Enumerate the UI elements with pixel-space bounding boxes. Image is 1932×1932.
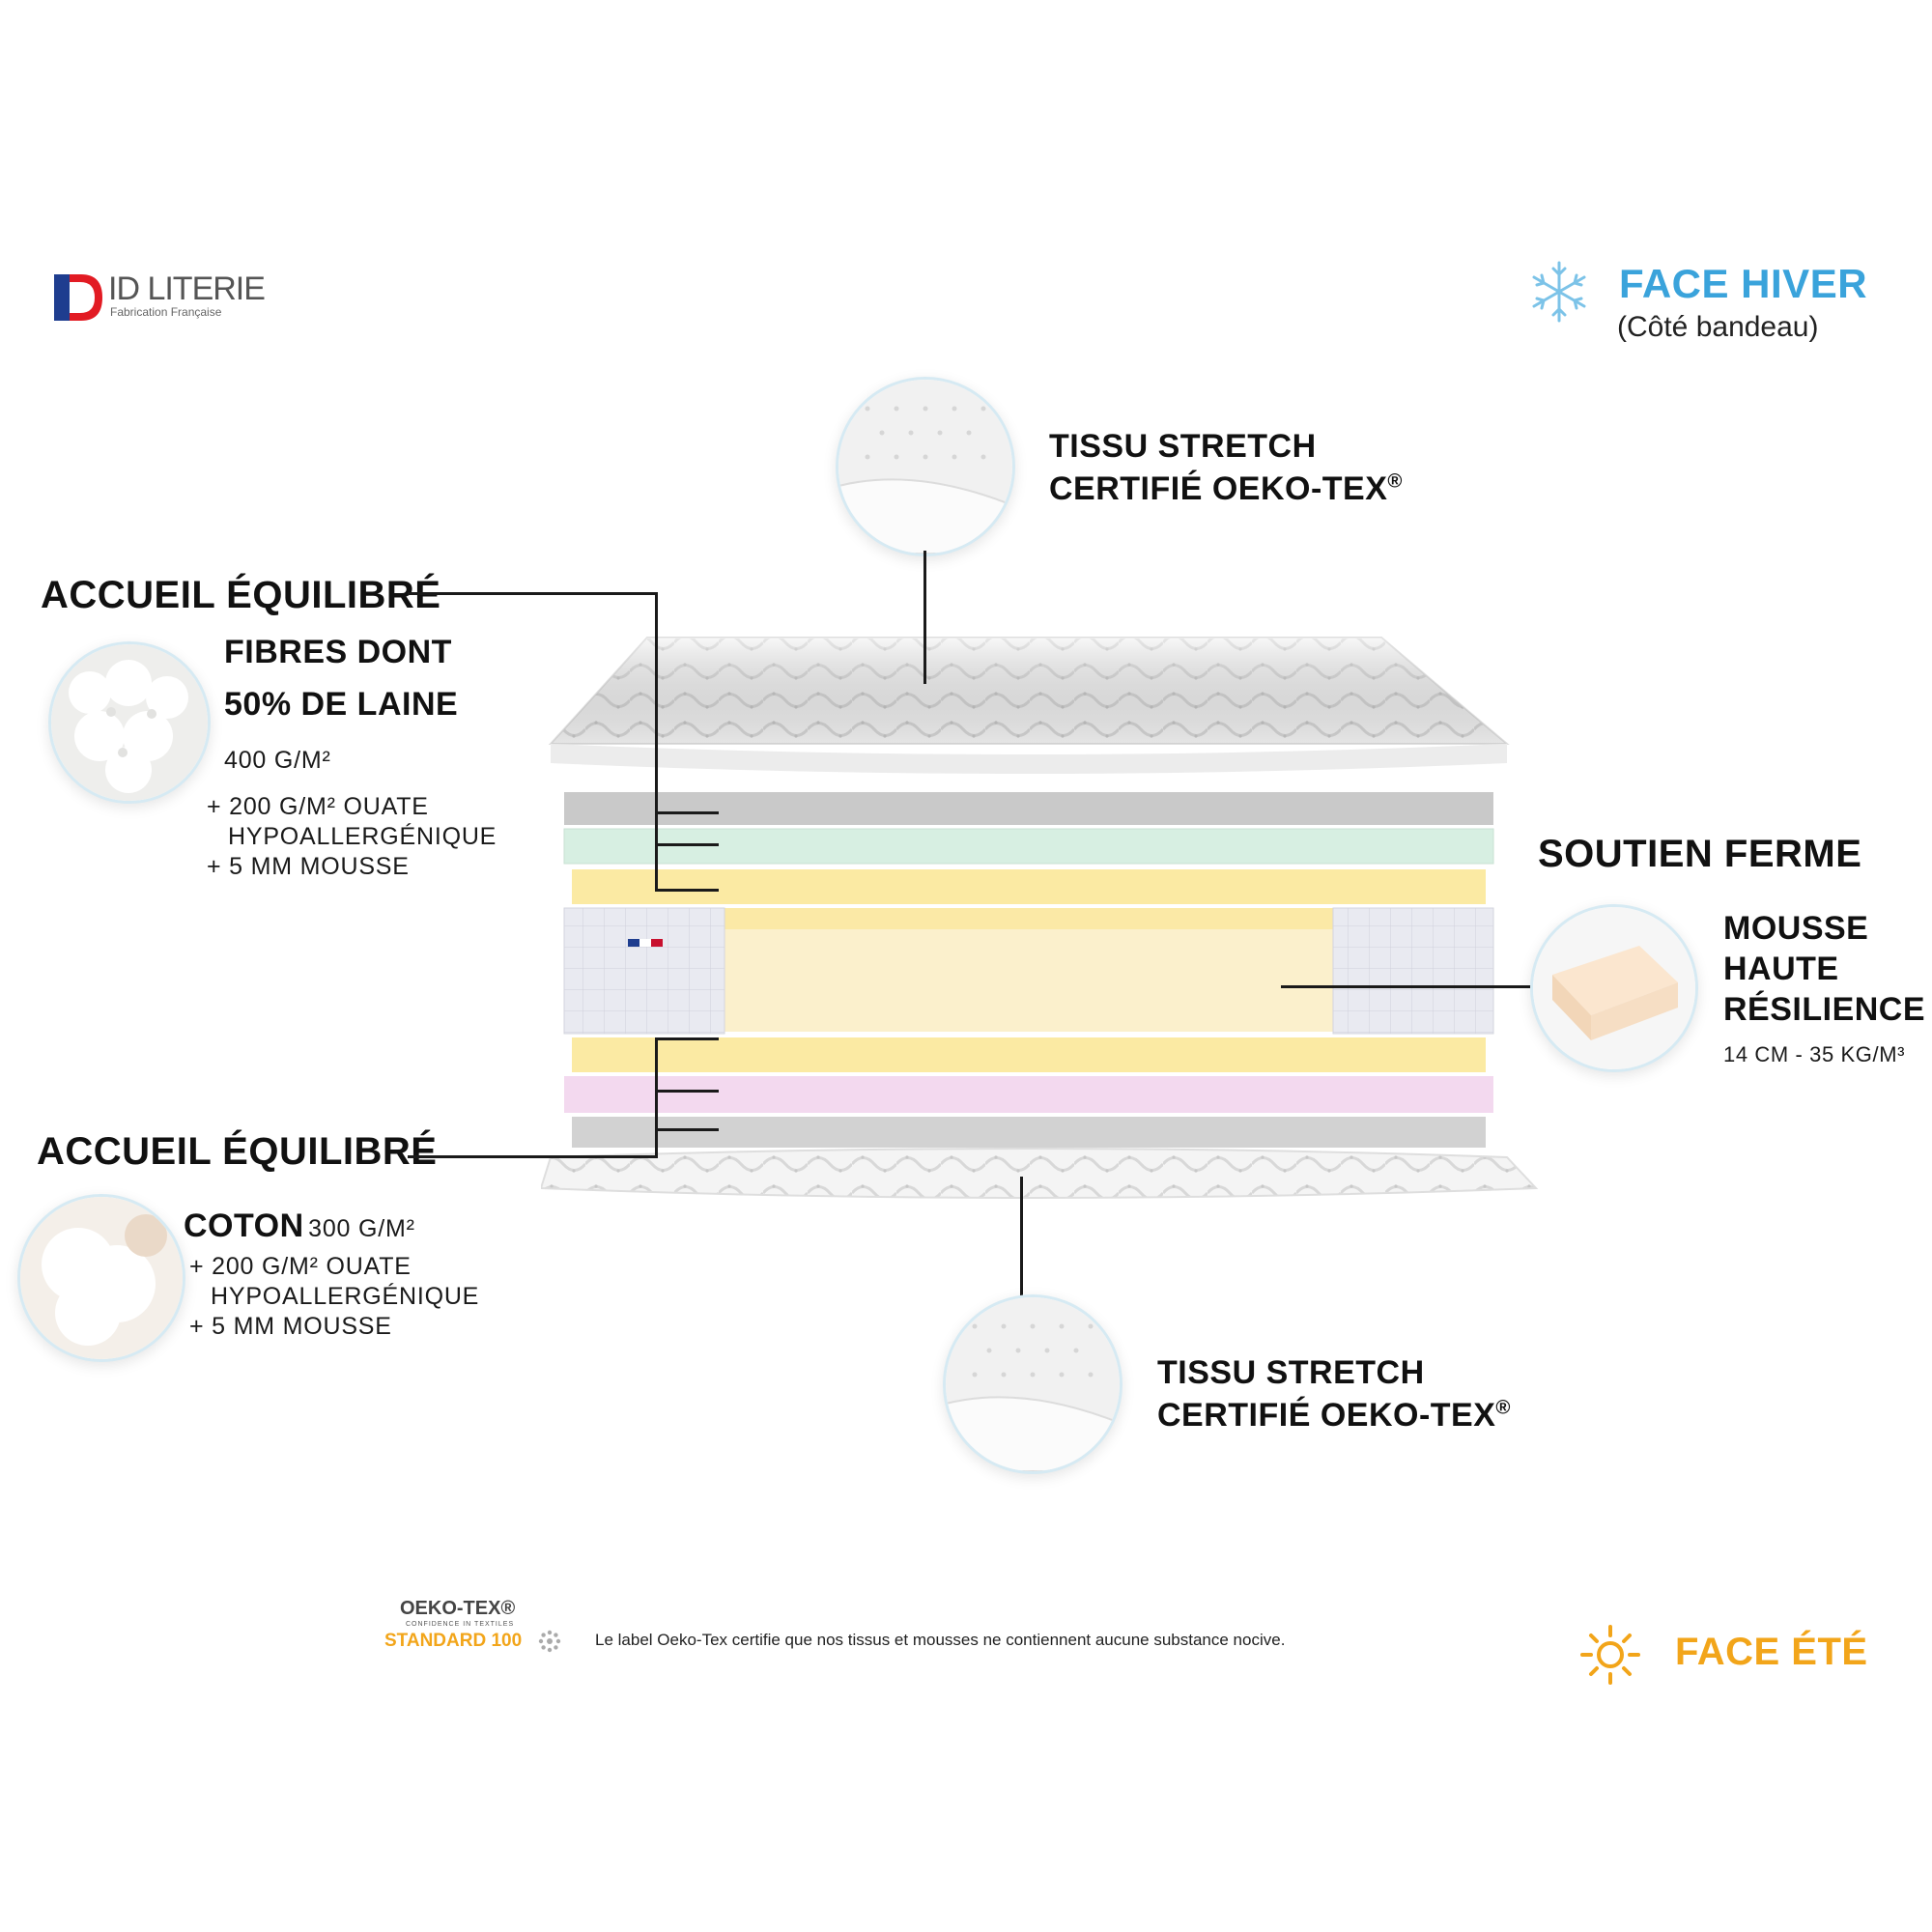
layer-core [563,907,1494,1035]
cotton-swatch [17,1194,185,1362]
bottom-fabric-line2: CERTIFIÉ OEKO-TEX® [1157,1397,1511,1434]
face-hiver-title: FACE HIVER [1619,261,1868,306]
comfort-bottom-material: COTON [184,1208,304,1244]
comfort-top-heading: ACCUEIL ÉQUILIBRÉ [41,574,441,616]
support-heading: SOUTIEN FERME [1538,833,1862,875]
comfort-top-leader-v [655,592,658,892]
comfort-top-line1: FIBRES DONT [224,634,452,670]
comfort-bottom-heading: ACCUEIL ÉQUILIBRÉ [37,1130,438,1173]
support-spec: 14 CM - 35 KG/M³ [1723,1042,1906,1066]
face-ete-title: FACE ÉTÉ [1675,1631,1868,1673]
foam-swatch [1530,904,1698,1072]
bottom-fabric-leader [1020,1177,1023,1296]
brand-logo: ID LITERIE Fabrication Française [54,270,266,323]
brand-flag-mark [54,274,102,321]
brand-name: ID LITERIE [108,270,266,307]
oekotex-logo: OEKO-TEX® CONFIDENCE IN TEXTILES STANDAR… [384,1598,578,1665]
comfort-top-weight: 400 G/M² [224,747,331,774]
comfort-bottom-extra1: + 200 G/M² OUATE [189,1253,412,1280]
comfort-bottom-extra2: HYPOALLERGÉNIQUE [211,1283,480,1310]
comfort-top-tick-3 [655,889,719,892]
oekotex-logo-line3: STANDARD 100 [384,1631,523,1651]
comfort-top-extra1: + 200 G/M² OUATE [207,793,429,820]
comfort-bottom-leader-v [655,1037,658,1158]
top-fabric-line1: TISSU STRETCH [1049,428,1317,465]
layer-yellow-bottom [572,1037,1486,1072]
support-line2: HAUTE [1723,951,1839,987]
comfort-bottom-tick-2 [655,1090,719,1093]
support-leader [1281,985,1536,988]
bottom-fabric-line1: TISSU STRETCH [1157,1354,1425,1391]
snowflake-icon [1526,259,1592,325]
comfort-bottom-extra3: + 5 MM MOUSSE [189,1313,392,1340]
oekotex-seal-icon [538,1630,561,1653]
layer-mint [563,828,1494,865]
comfort-top-line2: 50% DE LAINE [224,686,459,723]
comfort-bottom-weight: 300 G/M² [308,1215,415,1242]
comfort-bottom-tick-1 [655,1037,719,1040]
comfort-top-leader-h [408,592,657,595]
top-fabric-leader [923,551,926,684]
comfort-top-extra2: HYPOALLERGÉNIQUE [228,823,497,850]
comfort-top-tick-2 [655,843,719,846]
comfort-top-extra3: + 5 MM MOUSSE [207,853,410,880]
top-fabric-line2: CERTIFIÉ OEKO-TEX® [1049,470,1403,507]
layer-pink [564,1076,1493,1113]
layer-bottom-fabric [539,1148,1539,1199]
support-line3: RÉSILIENCE [1723,991,1926,1028]
oekotex-logo-line2: CONFIDENCE IN TEXTILES [406,1621,515,1628]
support-line1: MOUSSE [1723,910,1869,947]
comfort-bottom-material-line: COTON 300 G/M² [184,1208,415,1245]
layer-top-fabric [548,637,1510,774]
comfort-bottom-tick-3 [655,1128,719,1131]
top-fabric-swatch [836,377,1015,556]
layer-grey-top [564,792,1493,825]
layer-yellow-top [572,869,1486,904]
sun-icon [1578,1623,1642,1687]
oekotex-note: Le label Oeko-Tex certifie que nos tissu… [595,1631,1286,1649]
oekotex-logo-line1: OEKO-TEX® [400,1598,516,1619]
comfort-bottom-leader-h [408,1155,657,1158]
wool-swatch [48,641,211,804]
bottom-fabric-swatch [943,1294,1122,1474]
brand-tagline: Fabrication Française [110,305,222,319]
mattress-diagram [539,628,1546,1208]
layer-grey-bottom [572,1117,1486,1148]
face-hiver-subtitle: (Côté bandeau) [1617,311,1819,343]
comfort-top-tick-1 [655,811,719,814]
